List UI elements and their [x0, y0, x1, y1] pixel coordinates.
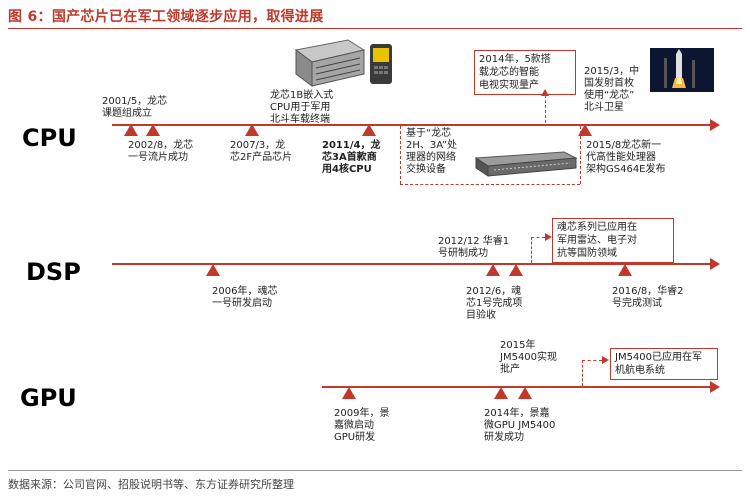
cpu-timeline-axis [112, 124, 710, 126]
dsp-timeline-axis [112, 263, 710, 265]
dsp-event-2012-6: 2012/6，魂 芯1号完成项 目验收 [466, 286, 523, 321]
dsp-marker-2012-12 [509, 264, 523, 276]
cpu-event-2015-3: 2015/3，中 国发射首枚 使用“龙芯” 北斗卫星 [584, 66, 640, 113]
dsp-axis-arrow-icon [710, 258, 720, 270]
source-divider [8, 470, 742, 471]
dsp-application-box: 魂芯系列已应用在 军用雷达、电子对 抗等国防领域 [552, 218, 674, 263]
dsp-event-2006: 2006年，魂芯 一号研发启动 [212, 286, 278, 309]
cpu-label: CPU [22, 124, 77, 152]
cpu-event-2007: 2007/3，龙 芯2F产品芯片 [230, 140, 293, 163]
gpu-marker-2015 [518, 387, 532, 399]
rocket-launch-photo [650, 48, 714, 92]
gpu-connector-vertical [582, 360, 583, 386]
source-note: 数据来源：公司官网、招股说明书等、东方证券研究所整理 [8, 478, 294, 491]
title-divider [8, 28, 742, 29]
dsp-event-2012-12: 2012/12 华睿1 号研制成功 [438, 236, 510, 259]
cpu-tv-arrow-icon [541, 89, 549, 96]
cpu-marker-2015 [578, 124, 592, 136]
cpu-event-2015-8: 2015/8龙芯新一 代高性能处理器 架构GS464E发布 [586, 140, 666, 175]
dsp-connector-vertical [531, 237, 532, 263]
dsp-connector-horizontal [531, 237, 545, 238]
network-switch-photo [474, 151, 578, 177]
cpu-event-2001: 2001/5，龙芯 课题组成立 [102, 96, 168, 119]
cpu-event-2011: 2011/4，龙 芯3A首款商 用4核CPU [322, 140, 381, 175]
cpu-switch-bracket-right [580, 126, 581, 184]
handheld-terminal-photo [370, 44, 392, 84]
gpu-connector-arrow-icon [602, 356, 609, 364]
dsp-connector-arrow-icon [545, 233, 552, 241]
figure-title: 图 6：国产芯片已在军工领域逐步应用，取得进展 [8, 9, 324, 25]
cpu-event-2002: 2002/8，龙芯 一号流片成功 [128, 140, 194, 163]
cpu-tv-box: 2014年，5款搭 载龙芯的智能 电视实现量产 [474, 50, 576, 95]
cpu-axis-arrow-icon [710, 119, 720, 131]
dsp-marker-2006 [206, 264, 220, 276]
dsp-marker-2016 [618, 264, 632, 276]
gpu-marker-2009 [342, 387, 356, 399]
cpu-marker-2002 [146, 124, 160, 136]
cpu-marker-2007 [245, 124, 259, 136]
dsp-marker-2012-6 [486, 264, 500, 276]
cpu-marker-2011 [362, 124, 376, 136]
gpu-timeline-axis [322, 386, 710, 388]
cpu-event-2h: 基于“龙芯 2H、3A”处 理器的网络 交换设备 [406, 128, 458, 175]
dsp-label: DSP [26, 258, 81, 286]
gpu-event-2015: 2015年 JM5400实现 批产 [500, 340, 558, 375]
gpu-label: GPU [20, 384, 77, 412]
gpu-application-box: JM5400已应用在军 机航电系统 [610, 348, 718, 380]
gpu-axis-arrow-icon [710, 381, 720, 393]
cpu-switch-bracket-left [400, 126, 401, 184]
cpu-switch-bracket-bottom [400, 184, 580, 185]
rack-server-photo [294, 39, 366, 87]
dsp-event-2016: 2016/8，华睿2 号完成测试 [612, 286, 684, 309]
gpu-event-2014: 2014年，景嘉 微GPU JM5400 研发成功 [484, 408, 556, 443]
cpu-event-1b: 龙芯1B嵌入式 CPU用于军用 北斗车载终端 [270, 90, 334, 125]
gpu-marker-2014 [494, 387, 508, 399]
cpu-marker-2001 [124, 124, 138, 136]
cpu-tv-connector [545, 95, 546, 123]
gpu-event-2009: 2009年，景 嘉微启动 GPU研发 [334, 408, 390, 443]
gpu-connector-horizontal [582, 360, 602, 361]
